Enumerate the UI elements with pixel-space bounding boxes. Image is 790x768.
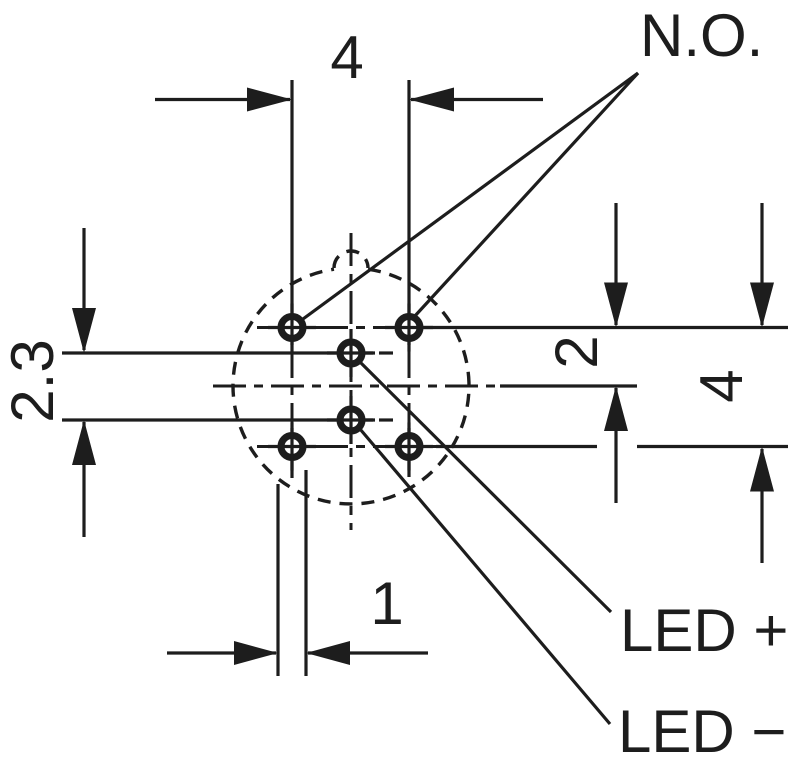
pin-bottom-right <box>385 422 433 471</box>
dimension-label-top-width: 4 <box>330 24 363 91</box>
arrowhead-two-upper <box>604 282 628 328</box>
arrowhead-top-right <box>409 87 454 112</box>
leader-no-to-left-pin <box>302 71 639 321</box>
leader-no-to-right-pin <box>412 71 640 319</box>
keyway-notch <box>332 249 370 269</box>
arrowhead-pitch-upper <box>72 308 96 353</box>
arrowhead-top-left <box>247 87 292 112</box>
pin-no-left <box>268 303 316 352</box>
leader-lines <box>302 71 640 726</box>
dimension-label-center-pin-pitch: 2.3 <box>0 339 66 422</box>
pin-label-led-minus: LED − <box>618 698 786 765</box>
connector-outline <box>231 249 471 506</box>
pin-led-plus <box>327 329 375 377</box>
arrowhead-pitch-lower <box>72 420 96 465</box>
arrowhead-two-lower <box>604 386 628 431</box>
pin-bottom-left <box>268 422 316 471</box>
arrowhead-four-lower <box>750 446 774 492</box>
leader-led-plus <box>359 361 613 614</box>
arrowhead-four-upper <box>750 282 774 328</box>
pin-label-no: N.O. <box>640 2 763 69</box>
pin-no-right <box>385 303 433 352</box>
dimension-label-upper-row-to-center: 2 <box>543 335 610 368</box>
dimension-label-row-spacing: 4 <box>688 369 755 402</box>
pins <box>268 303 433 471</box>
pin-label-led-plus: LED + <box>620 597 788 664</box>
extension-lines <box>62 80 788 676</box>
arrowhead-hole-left <box>234 641 278 665</box>
arrowhead-hole-right <box>306 641 350 665</box>
connector-circle <box>231 267 471 506</box>
leader-led-minus <box>358 427 612 726</box>
dimension-arrows <box>72 87 774 665</box>
dimension-label-hole-diameter: 1 <box>370 570 403 637</box>
pin-led-minus <box>327 396 375 444</box>
